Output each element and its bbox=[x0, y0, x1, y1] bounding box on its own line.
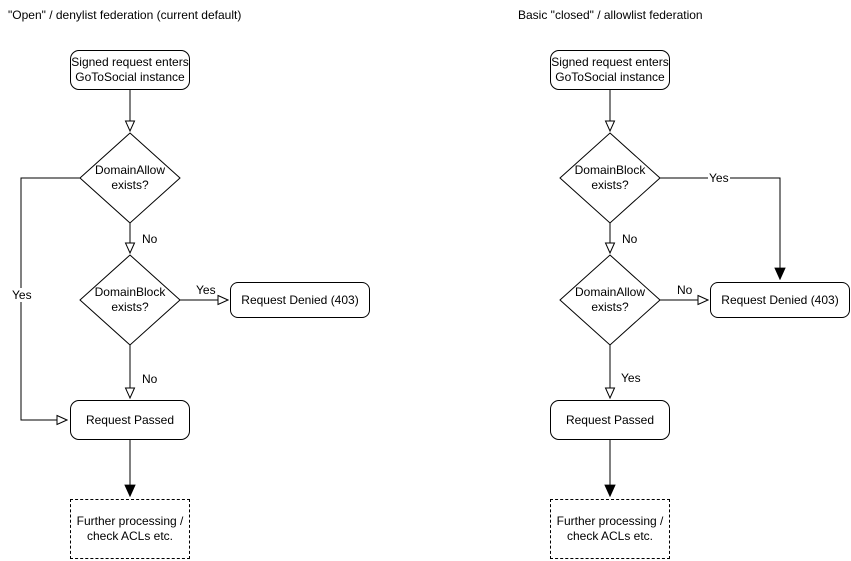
decision2-left-diamond-shape bbox=[79, 254, 181, 346]
decision2-right-diamond-shape bbox=[559, 254, 661, 346]
denied-node-right-label: Request Denied (403) bbox=[721, 292, 839, 307]
start-node-left-line1: Signed request enters bbox=[71, 55, 189, 69]
decision1-left-diamond-shape bbox=[79, 132, 181, 224]
edge-label-left-d1-no: No bbox=[141, 232, 159, 246]
further-node-right-line1: Further processing / bbox=[556, 514, 664, 528]
start-node-left-line2: GoToSocial instance bbox=[75, 70, 185, 84]
chart-title-left: "Open" / denylist federation (current de… bbox=[8, 8, 242, 22]
start-node-left: Signed request enters GoToSocial instanc… bbox=[70, 50, 190, 90]
passed-node-right-label: Request Passed bbox=[565, 412, 655, 427]
denied-node-left-label: Request Denied (403) bbox=[241, 292, 359, 307]
passed-node-right: Request Passed bbox=[550, 400, 670, 440]
further-node-left: Further processing / check ACLs etc. bbox=[70, 499, 190, 559]
passed-node-left: Request Passed bbox=[70, 400, 190, 440]
edge-label-left-d1-yes: Yes bbox=[11, 288, 33, 302]
edge-label-right-d1-no: No bbox=[621, 232, 639, 246]
start-node-right-line2: GoToSocial instance bbox=[555, 70, 665, 84]
edge-label-left-d2-no: No bbox=[141, 372, 159, 386]
edge-label-right-d2-yes: Yes bbox=[620, 371, 642, 385]
denied-node-right: Request Denied (403) bbox=[710, 282, 850, 318]
edge-label-left-d2-yes: Yes bbox=[195, 283, 217, 297]
further-node-right-line2: check ACLs etc. bbox=[566, 529, 654, 543]
chart-title-right: Basic "closed" / allowlist federation bbox=[518, 8, 703, 22]
start-node-right: Signed request enters GoToSocial instanc… bbox=[550, 50, 670, 90]
edge-label-right-d2-no: No bbox=[676, 283, 694, 297]
further-node-left-line1: Further processing / bbox=[76, 514, 184, 528]
further-node-right: Further processing / check ACLs etc. bbox=[550, 499, 670, 559]
start-node-right-line1: Signed request enters bbox=[551, 55, 669, 69]
passed-node-left-label: Request Passed bbox=[85, 412, 175, 427]
decision1-right-diamond-shape bbox=[559, 132, 661, 224]
further-node-left-line2: check ACLs etc. bbox=[86, 529, 174, 543]
edge-label-right-d1-yes: Yes bbox=[708, 171, 730, 185]
denied-node-left: Request Denied (403) bbox=[230, 282, 370, 318]
edge-right-decision1-yes bbox=[660, 177, 780, 279]
